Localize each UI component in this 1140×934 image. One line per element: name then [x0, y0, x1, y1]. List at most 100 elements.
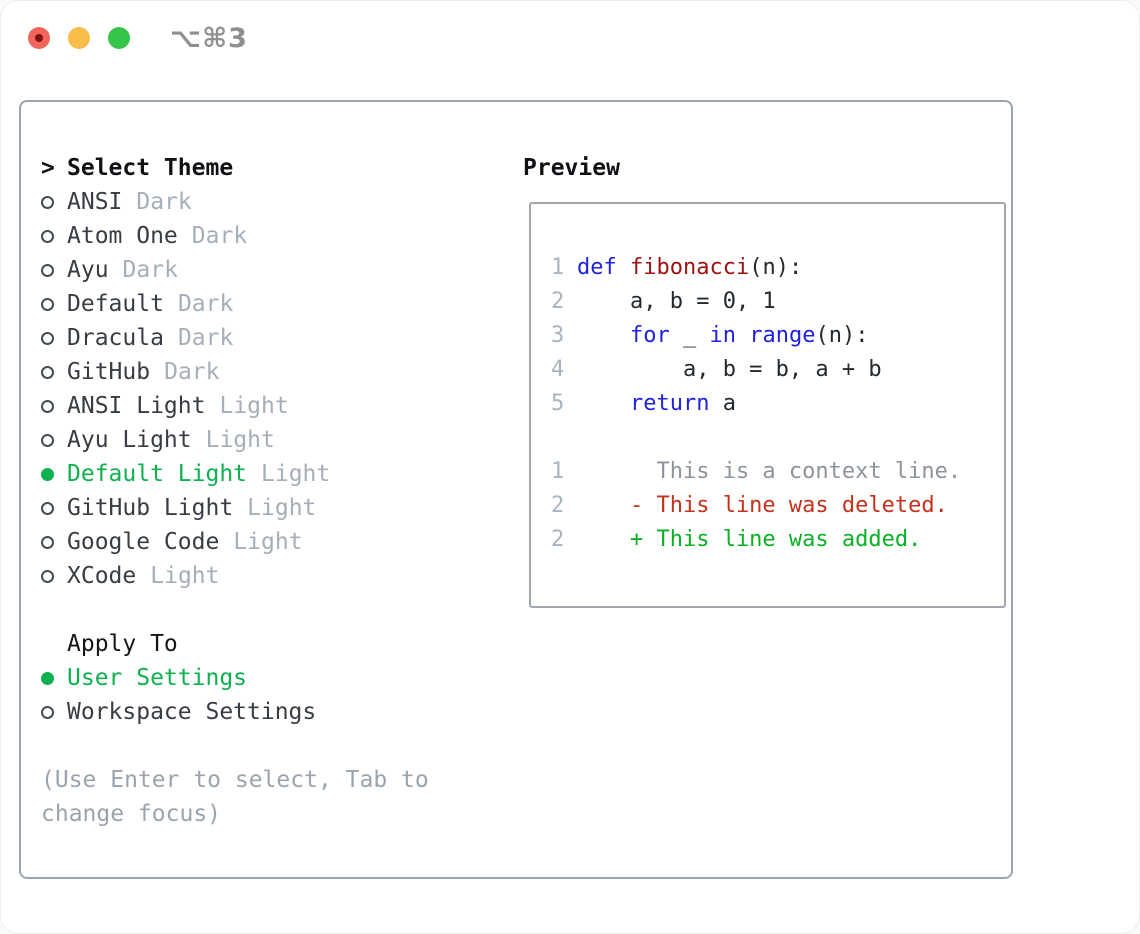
- theme-name: XCode: [67, 563, 137, 589]
- code-text: [736, 323, 749, 348]
- diff-context-line: 1 This is a context line.: [551, 454, 1004, 488]
- radio-icon: [41, 569, 67, 583]
- code-text: a: [709, 390, 736, 416]
- theme-variant: Light: [261, 461, 331, 487]
- theme-option-ansi-dark[interactable]: ANSI Dark: [41, 185, 491, 219]
- radio-selected-icon: [41, 671, 67, 685]
- theme-name: Ayu: [67, 257, 109, 283]
- code-text: _: [669, 322, 710, 348]
- radio-icon: [41, 433, 67, 447]
- help-hint-text: (Use Enter to select, Tab to change focu…: [41, 767, 429, 827]
- radio-icon: [41, 535, 67, 549]
- code-builtin: range: [749, 322, 816, 348]
- theme-variant: Light: [219, 393, 289, 419]
- theme-option-google-code[interactable]: Google Code Light: [41, 525, 491, 559]
- close-button[interactable]: [28, 27, 50, 49]
- code-line: 3 for _ in range (n):: [551, 318, 1004, 352]
- code-text: [577, 323, 630, 348]
- cursor-icon: >: [41, 155, 55, 181]
- diff-context-text: This is a context line.: [577, 458, 962, 484]
- theme-name: Dracula: [67, 325, 164, 351]
- line-number: 1: [551, 458, 565, 484]
- code-text: (n):: [815, 322, 869, 348]
- line-number: 2: [551, 492, 565, 518]
- theme-name: Google Code: [67, 529, 220, 555]
- radio-icon: [41, 195, 67, 209]
- apply-option-label: User Settings: [67, 665, 248, 691]
- code-line-blank: [551, 420, 1004, 454]
- diff-deleted-line: 2 - This line was deleted.: [551, 488, 1004, 522]
- radio-icon: [41, 365, 67, 379]
- apply-to-header: Apply To: [41, 627, 491, 661]
- radio-selected-icon: [41, 467, 67, 481]
- line-number: 2: [551, 526, 565, 552]
- theme-name: ANSI: [67, 189, 123, 215]
- theme-name: ANSI Light: [67, 393, 206, 419]
- line-number: 3: [551, 322, 565, 348]
- code-line: 4 a, b = b, a + b: [551, 352, 1004, 386]
- theme-option-ayu-dark[interactable]: Ayu Dark: [41, 253, 491, 287]
- theme-option-dracula-dark[interactable]: Dracula Dark: [41, 321, 491, 355]
- radio-icon: [41, 705, 67, 719]
- apply-option-workspace-settings[interactable]: Workspace Settings: [41, 695, 491, 729]
- theme-variant: Dark: [191, 223, 248, 249]
- theme-option-atom-one-dark[interactable]: Atom One Dark: [41, 219, 491, 253]
- apply-option-user-settings[interactable]: User Settings: [41, 661, 491, 695]
- theme-variant: Dark: [177, 325, 234, 351]
- theme-picker-panel: > Select Theme ANSI Dark Atom One Dark A…: [19, 100, 1013, 879]
- radio-icon: [41, 297, 67, 311]
- theme-variant: Light: [150, 563, 220, 589]
- line-number: 1: [551, 254, 565, 280]
- theme-option-github-dark[interactable]: GitHub Dark: [41, 355, 491, 389]
- theme-variant: Light: [233, 529, 303, 555]
- diff-added-text: + This line was added.: [577, 526, 922, 552]
- theme-name: Default Light: [67, 461, 248, 487]
- theme-variant: Light: [247, 495, 317, 521]
- theme-list-title: Select Theme: [67, 155, 234, 181]
- theme-list: > Select Theme ANSI Dark Atom One Dark A…: [41, 151, 491, 831]
- code-text: [617, 255, 630, 280]
- code-keyword: return: [629, 390, 710, 416]
- theme-variant: Dark: [136, 189, 192, 215]
- keyboard-shortcut-label: ⌥⌘3: [170, 22, 248, 54]
- radio-icon: [41, 229, 67, 243]
- titlebar: ⌥⌘3: [28, 23, 248, 54]
- radio-icon: [41, 501, 67, 515]
- theme-name: Ayu Light: [67, 427, 192, 453]
- theme-name: GitHub Light: [67, 495, 234, 521]
- code-keyword: for: [629, 322, 670, 348]
- radio-icon: [41, 331, 67, 345]
- theme-name: GitHub: [67, 359, 151, 385]
- line-number: 2: [551, 288, 565, 314]
- code-text: [577, 391, 630, 416]
- theme-option-default-light[interactable]: Default Light Light: [41, 457, 491, 491]
- theme-option-xcode[interactable]: XCode Light: [41, 559, 491, 593]
- preview-section: Preview 1 def fibonacci (n): 2 a, b = 0,…: [523, 151, 1009, 608]
- preview-title: Preview: [523, 155, 620, 181]
- theme-variant: Light: [205, 427, 275, 453]
- line-number: 4: [551, 356, 565, 382]
- code-text: a, b = b, a + b: [577, 356, 882, 382]
- code-keyword: def: [577, 254, 617, 280]
- code-line: 2 a, b = 0, 1: [551, 284, 1004, 318]
- code-function-name: fibonacci: [630, 254, 750, 280]
- radio-icon: [41, 399, 67, 413]
- minimize-button[interactable]: [68, 27, 90, 49]
- diff-added-line: 2 + This line was added.: [551, 522, 1004, 556]
- theme-name: Default: [67, 291, 164, 317]
- theme-option-ayu-light[interactable]: Ayu Light Light: [41, 423, 491, 457]
- theme-list-header: > Select Theme: [41, 151, 491, 185]
- line-number: 5: [551, 390, 565, 416]
- theme-variant: Dark: [164, 359, 220, 385]
- theme-option-github-light[interactable]: GitHub Light Light: [41, 491, 491, 525]
- code-line: 5 return a: [551, 386, 1004, 420]
- apply-option-label: Workspace Settings: [67, 699, 317, 725]
- apply-to-title: Apply To: [67, 631, 178, 657]
- theme-variant: Dark: [177, 291, 234, 317]
- theme-option-ansi-light[interactable]: ANSI Light Light: [41, 389, 491, 423]
- preview-code-box: 1 def fibonacci (n): 2 a, b = 0, 1 3 for…: [529, 202, 1006, 608]
- code-text: (n):: [749, 254, 803, 280]
- zoom-button[interactable]: [108, 27, 130, 49]
- theme-option-default-dark[interactable]: Default Dark: [41, 287, 491, 321]
